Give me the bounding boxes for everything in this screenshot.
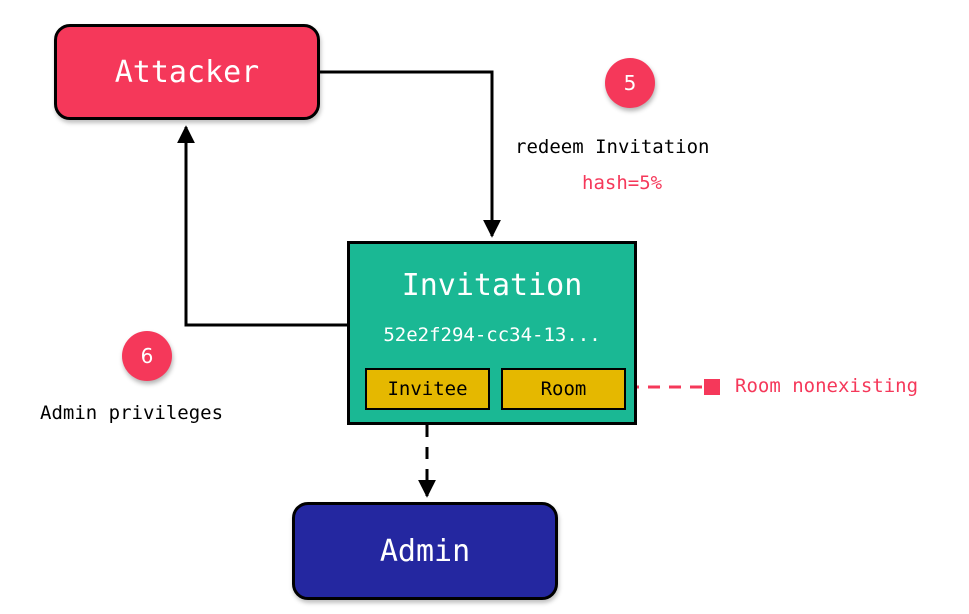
attacker-label: Attacker <box>114 54 260 90</box>
redeem-invitation-label: redeem Invitation <box>515 136 710 158</box>
invitee-field: Invitee <box>365 368 490 410</box>
invitation-title: Invitation <box>401 268 583 303</box>
step-6-badge: 6 <box>122 331 172 381</box>
invitation-id: 52e2f294-cc34-13... <box>383 324 601 346</box>
invitee-label: Invitee <box>387 378 468 400</box>
room-nonexisting-label: Room nonexisting <box>735 375 919 397</box>
edge-redeem-invitation <box>320 70 501 238</box>
room-label: Room <box>540 378 587 400</box>
admin-privileges-label: Admin privileges <box>40 402 224 424</box>
step-5-badge: 5 <box>605 58 655 108</box>
hash-label: hash=5% <box>582 172 663 194</box>
invitation-node: Invitation 52e2f294-cc34-13... Invitee R… <box>347 241 637 425</box>
room-nonexisting-marker <box>704 379 720 395</box>
admin-label: Admin <box>379 533 471 569</box>
room-field: Room <box>501 368 626 410</box>
admin-node: Admin <box>292 502 558 600</box>
attacker-node: Attacker <box>54 24 320 120</box>
edge-admin-privileges <box>177 125 347 327</box>
